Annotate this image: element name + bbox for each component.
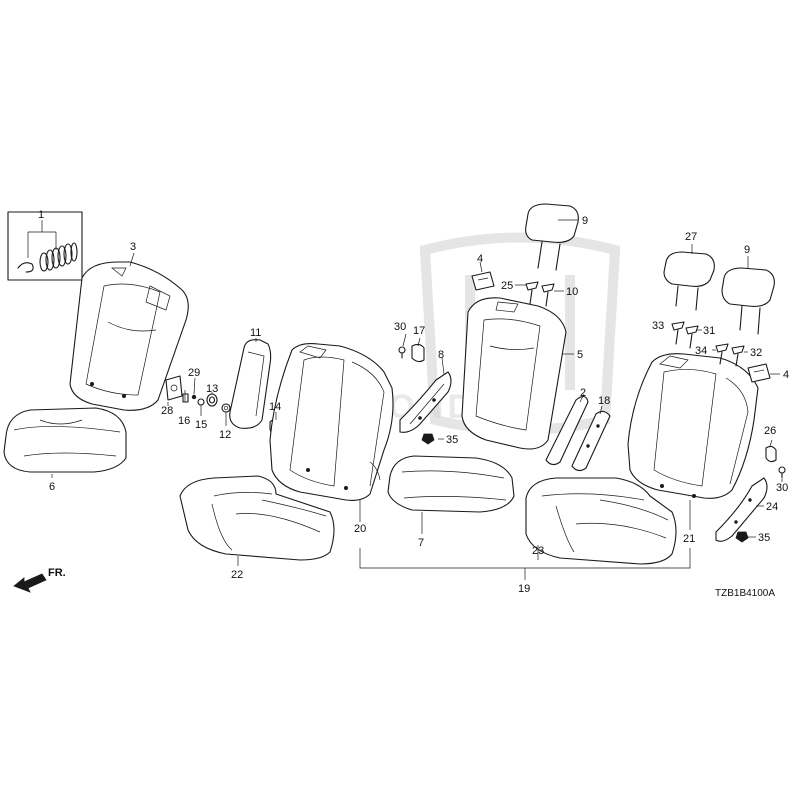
callout-29: 29 xyxy=(188,367,200,379)
part-33-screw xyxy=(671,321,685,345)
part-11-armrest xyxy=(229,339,272,429)
part-13-spring xyxy=(206,393,218,407)
part-5-seat-back-right-upper xyxy=(461,297,567,450)
callout-labels: 1 2 3 4 4 5 6 7 8 9 9 10 11 12 13 14 15 … xyxy=(38,209,789,595)
part-30-bolt-left xyxy=(398,346,406,359)
front-direction-arrow-icon: FR. xyxy=(13,567,66,593)
part-28-bracket xyxy=(165,375,183,401)
callout-11: 11 xyxy=(250,327,261,339)
part-22-seat-cushion-center xyxy=(179,475,335,561)
part-21-seat-back-right xyxy=(627,353,759,499)
part-29-pin xyxy=(191,394,197,400)
part-20-seat-back-center xyxy=(269,343,394,501)
part-25-screw xyxy=(525,281,539,305)
callout-25: 25 xyxy=(501,280,513,292)
callout-22: 22 xyxy=(231,569,243,581)
callout-28: 28 xyxy=(161,405,173,417)
part-15-nut xyxy=(197,398,205,406)
part-7-seat-cushion-middle xyxy=(387,455,515,513)
callout-20: 20 xyxy=(354,523,366,535)
callout-15: 15 xyxy=(195,419,207,431)
callout-30-right: 30 xyxy=(776,482,788,494)
callout-30-left: 30 xyxy=(394,321,406,333)
callout-31: 31 xyxy=(703,325,715,337)
part-1-spring-set xyxy=(7,211,83,281)
callout-26: 26 xyxy=(764,425,776,437)
callout-14: 14 xyxy=(269,401,281,413)
part-35-nut-left xyxy=(421,433,435,445)
callout-1: 1 xyxy=(38,209,44,221)
part-18-bracket xyxy=(571,410,611,472)
part-9-headrest-right xyxy=(721,267,775,335)
callout-34: 34 xyxy=(695,345,707,357)
part-2-trim xyxy=(545,395,589,466)
callout-35-left: 35 xyxy=(446,434,458,446)
part-31-screw xyxy=(685,325,699,349)
callout-12: 12 xyxy=(219,429,231,441)
part-8-bracket xyxy=(399,371,452,433)
callout-7: 7 xyxy=(418,537,424,549)
part-4-clip-right xyxy=(747,363,771,383)
part-16-washer xyxy=(182,393,189,403)
callout-35-right: 35 xyxy=(758,532,770,544)
part-10-screw xyxy=(541,283,555,307)
callout-32: 32 xyxy=(750,347,762,359)
callout-6: 6 xyxy=(49,481,55,493)
part-26-cover xyxy=(765,445,777,463)
callout-23: 23 xyxy=(532,545,544,557)
callout-4-left: 4 xyxy=(477,253,483,265)
callout-2: 2 xyxy=(580,387,586,399)
part-30-bolt-right xyxy=(778,466,786,479)
callout-21: 21 xyxy=(683,533,695,545)
callout-9-right: 9 xyxy=(744,244,750,256)
callout-3: 3 xyxy=(130,241,136,253)
part-3-seat-back-left xyxy=(69,261,189,411)
part-24-bracket xyxy=(715,477,768,542)
front-direction-label: FR. xyxy=(48,567,66,579)
callout-19: 19 xyxy=(518,583,530,595)
part-6-seat-cushion-left xyxy=(3,407,127,473)
callout-24: 24 xyxy=(766,501,778,513)
part-32-screw xyxy=(731,345,745,367)
part-23-seat-cushion-right xyxy=(525,477,677,565)
callout-13: 13 xyxy=(206,383,218,395)
callout-8: 8 xyxy=(438,349,444,361)
part-9-headrest-top xyxy=(525,203,579,271)
part-27-headrest-center xyxy=(663,251,715,311)
callout-4-right: 4 xyxy=(783,369,789,381)
callout-27: 27 xyxy=(685,231,697,243)
callout-33: 33 xyxy=(652,320,664,332)
callout-10: 10 xyxy=(566,286,578,298)
callout-16: 16 xyxy=(178,415,190,427)
part-4-clip-left xyxy=(471,271,495,291)
part-34-screw xyxy=(715,343,729,365)
diagram-code: TZB1B4100A xyxy=(715,588,775,599)
callout-5: 5 xyxy=(577,349,583,361)
callout-18: 18 xyxy=(598,395,610,407)
part-12-cap xyxy=(221,403,231,413)
part-35-nut-right xyxy=(735,531,749,543)
callout-17: 17 xyxy=(413,325,425,337)
part-17-cover xyxy=(411,343,425,363)
callout-9-top: 9 xyxy=(582,215,588,227)
leader-lines xyxy=(41,219,783,580)
